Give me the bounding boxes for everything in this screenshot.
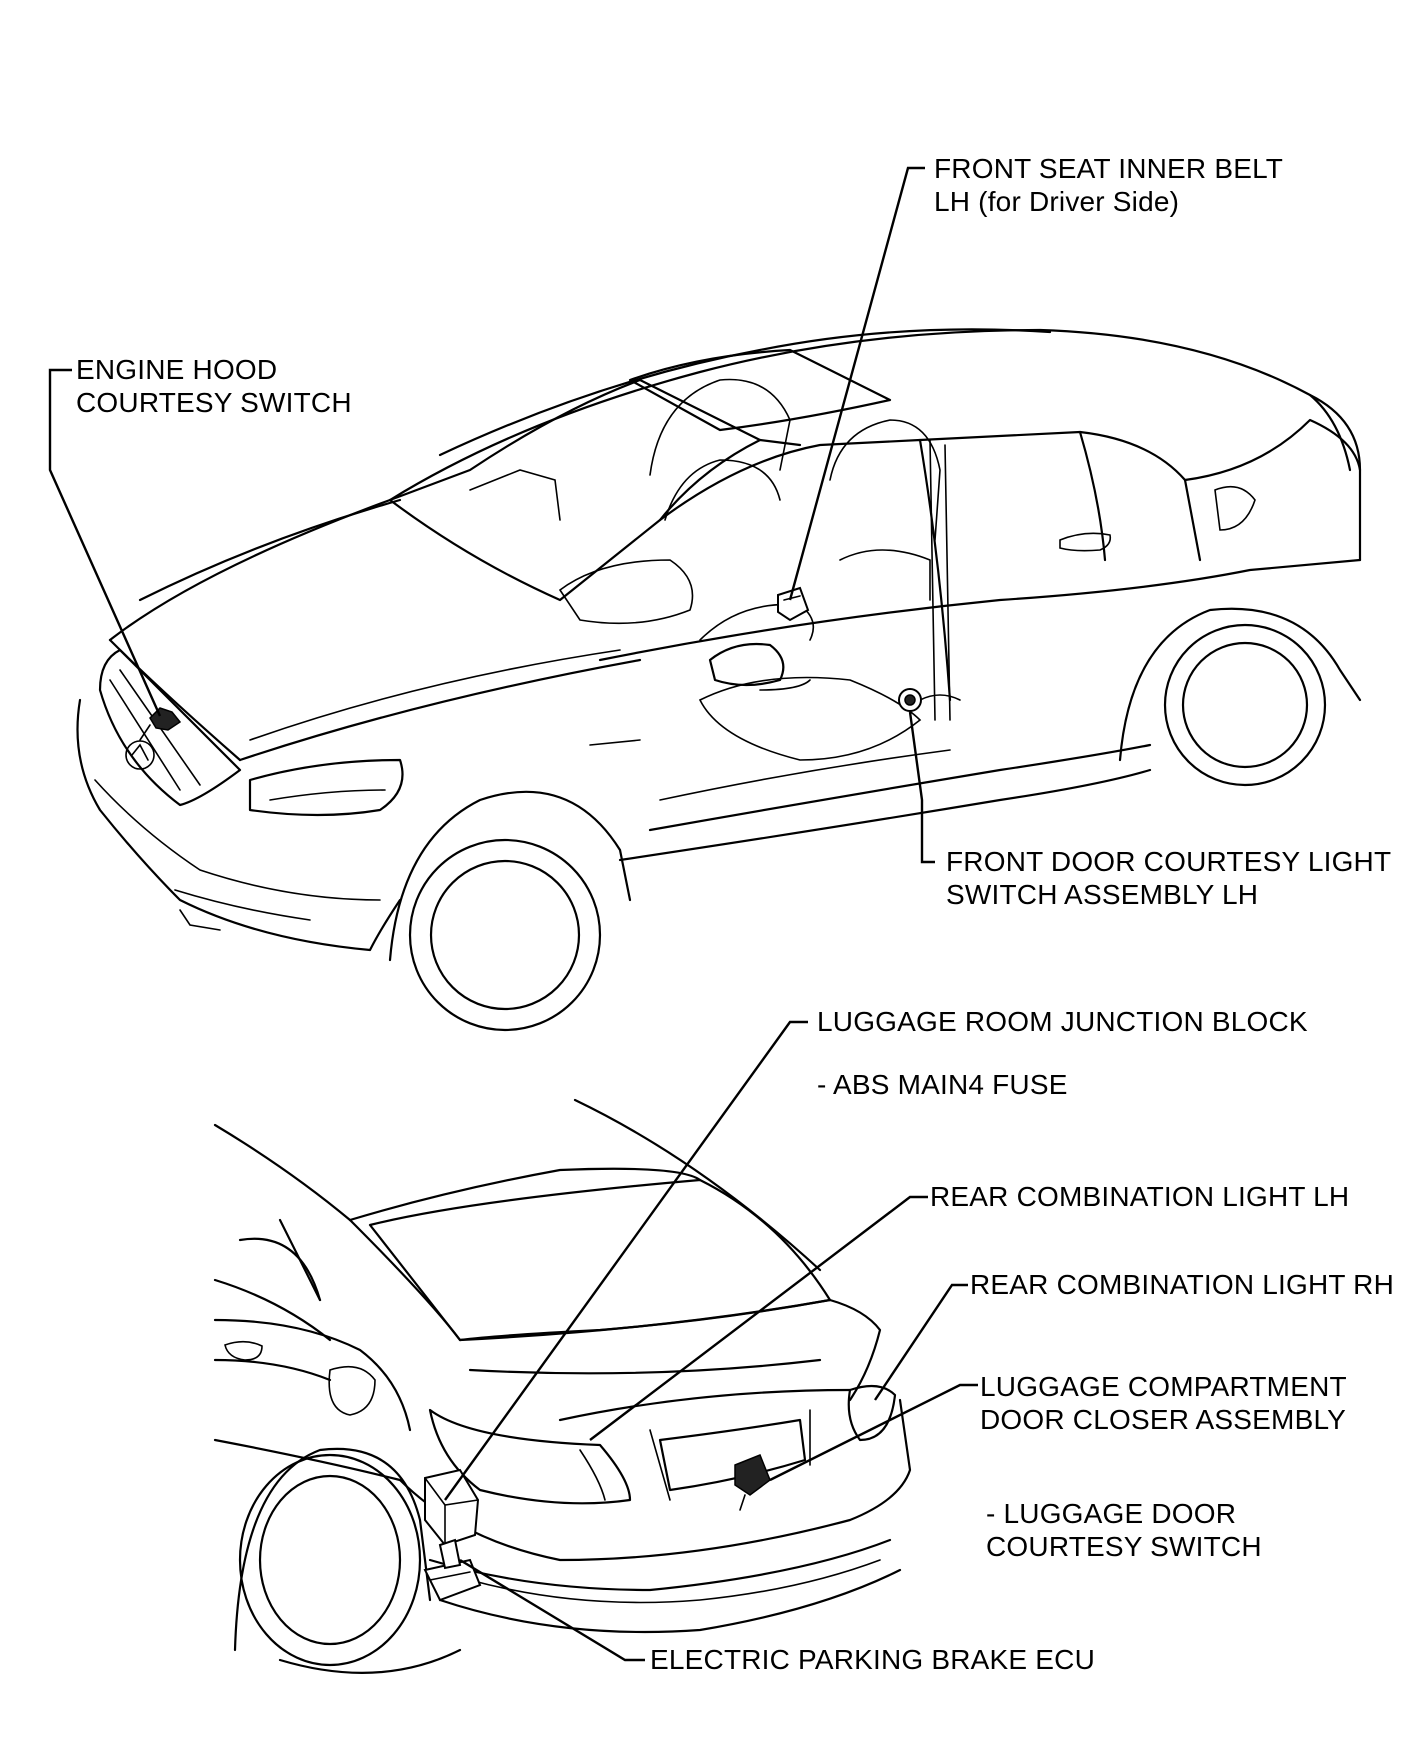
- label-front-door-courtesy-light-switch: FRONT DOOR COURTESY LIGHT SWITCH ASSEMBL…: [946, 846, 1392, 910]
- front-leader-lines: [48, 166, 935, 864]
- rear-leader-lines: [444, 1020, 978, 1662]
- label-engine-hood-courtesy-switch: ENGINE HOOD COURTESY SWITCH: [76, 354, 352, 418]
- front-view-car-drawing: [76, 328, 1362, 1032]
- label-luggage-room-junction-block: LUGGAGE ROOM JUNCTION BLOCK: [817, 1006, 1308, 1037]
- front-seat-inner-belt-part: [777, 586, 810, 622]
- label-luggage-door-courtesy-switch: - LUGGAGE DOOR COURTESY SWITCH: [986, 1498, 1262, 1562]
- luggage-door-closer-part: [734, 1454, 771, 1511]
- rear-view-car-drawing: [213, 1098, 912, 1674]
- label-rear-combination-light-lh: REAR COMBINATION LIGHT LH: [930, 1181, 1350, 1212]
- front-door-courtesy-switch-part: [898, 688, 922, 712]
- label-electric-parking-brake-ecu: ELECTRIC PARKING BRAKE ECU: [650, 1644, 1095, 1675]
- label-abs-main4-fuse: - ABS MAIN4 FUSE: [817, 1069, 1068, 1100]
- label-rear-combination-light-rh: REAR COMBINATION LIGHT RH: [970, 1269, 1395, 1300]
- label-front-seat-inner-belt: FRONT SEAT INNER BELT LH (for Driver Sid…: [934, 153, 1284, 217]
- luggage-room-junction-block-part: [424, 1468, 480, 1547]
- engine-hood-courtesy-switch-part: [139, 707, 182, 741]
- electric-parking-brake-ecu-part: [423, 1538, 482, 1602]
- label-luggage-compartment-door-closer: LUGGAGE COMPARTMENT DOOR CLOSER ASSEMBLY: [980, 1371, 1347, 1435]
